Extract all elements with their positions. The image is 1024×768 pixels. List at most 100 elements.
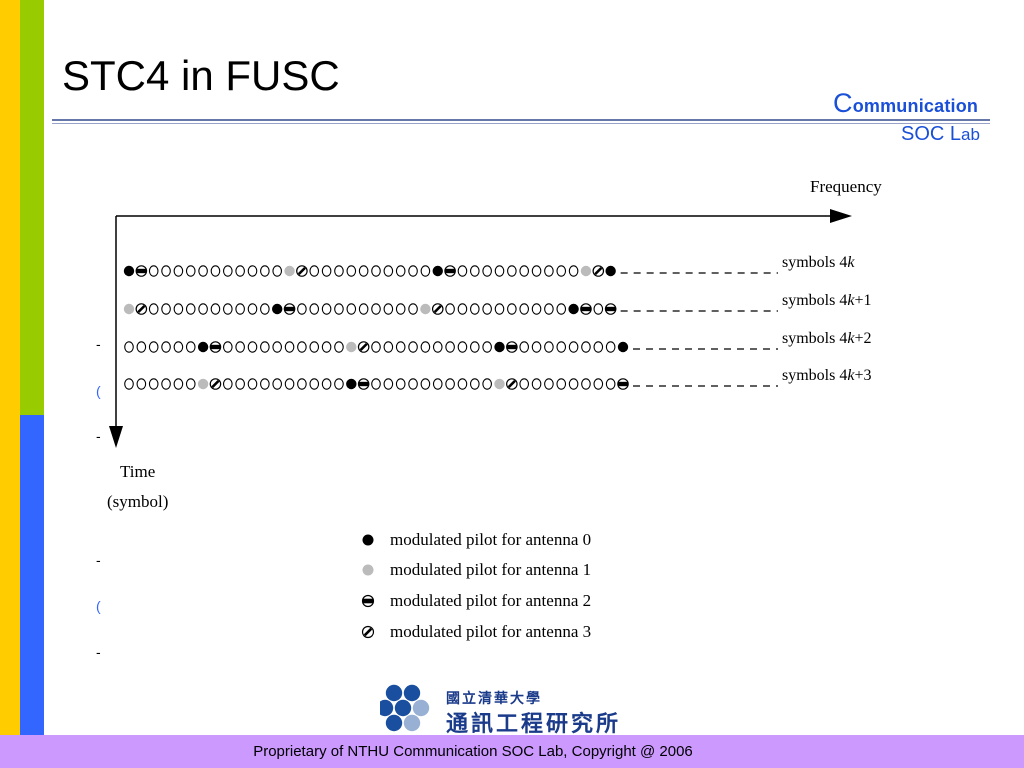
- lab-logo-rest: ommunication: [852, 96, 979, 116]
- data-subcarrier-symbol: [136, 378, 147, 390]
- data-subcarrier-symbol: [235, 265, 245, 277]
- edge-fragment-blue-2: (: [96, 598, 101, 614]
- data-subcarrier-symbol: [148, 265, 159, 277]
- frequency-axis-label: Frequency: [810, 177, 882, 196]
- data-subcarrier-symbol: [235, 303, 245, 315]
- data-subcarrier-symbol: [173, 378, 184, 390]
- pilot-antenna-0-symbol: [432, 265, 443, 277]
- data-subcarrier-symbol: [272, 341, 283, 353]
- data-subcarrier-symbol: [395, 303, 406, 315]
- subcarrier-row: [123, 265, 778, 277]
- data-subcarrier-symbol: [469, 303, 480, 315]
- lab-logo-soc: SOC L: [901, 123, 962, 145]
- pilot-antenna-0-symbol: [346, 378, 357, 390]
- edge-fragment-dash: -: [96, 336, 101, 352]
- data-subcarrier-symbol: [185, 265, 196, 277]
- data-subcarrier-symbol: [408, 378, 418, 390]
- data-subcarrier-symbol: [568, 341, 579, 353]
- pilot-antenna-2-symbol: [604, 303, 617, 315]
- data-subcarrier-symbol: [321, 265, 332, 277]
- data-subcarrier-symbol: [222, 378, 233, 390]
- data-subcarrier-symbol: [124, 341, 134, 353]
- data-subcarrier-symbol: [482, 341, 492, 353]
- left-accent-bar-green: [20, 0, 44, 415]
- data-subcarrier-symbol: [321, 378, 332, 390]
- data-subcarrier-symbol: [383, 341, 394, 353]
- data-subcarrier-symbol: [469, 378, 480, 390]
- data-subcarrier-symbol: [457, 341, 468, 353]
- data-subcarrier-symbol: [395, 265, 406, 277]
- pilot-antenna-3-symbol: [296, 265, 308, 277]
- pilot-antenna-1-symbol: [123, 303, 135, 315]
- data-subcarrier-symbol: [222, 303, 233, 315]
- data-subcarrier-symbol: [185, 378, 196, 390]
- pilot-antenna-2-symbol: [209, 341, 222, 353]
- footer-copyright: Proprietary of NTHU Communication SOC La…: [253, 743, 693, 760]
- data-subcarrier-symbol: [309, 303, 320, 315]
- data-subcarrier-symbol: [346, 303, 357, 315]
- data-subcarrier-symbol: [408, 265, 418, 277]
- data-subcarrier-symbol: [321, 303, 332, 315]
- data-subcarrier-symbol: [420, 265, 431, 277]
- data-subcarrier-symbol: [469, 265, 480, 277]
- data-subcarrier-symbol: [531, 378, 542, 390]
- data-subcarrier-symbol: [507, 303, 517, 315]
- data-subcarrier-symbol: [383, 378, 394, 390]
- data-subcarrier-symbol: [593, 378, 604, 390]
- data-subcarrier-symbol: [161, 378, 171, 390]
- data-subcarrier-symbol: [309, 341, 320, 353]
- data-subcarrier-symbol: [235, 341, 245, 353]
- pilot-antenna-0-symbol: [605, 265, 616, 277]
- data-subcarrier-symbol: [371, 265, 381, 277]
- data-subcarrier-symbol: [247, 265, 258, 277]
- pilot-antenna-2-symbol: [444, 265, 456, 277]
- lab-logo-cap: C: [833, 88, 853, 118]
- data-subcarrier-symbol: [395, 341, 406, 353]
- data-subcarrier-symbol: [605, 378, 616, 390]
- hex-logo-cell: [412, 699, 430, 717]
- data-subcarrier-symbol: [247, 378, 258, 390]
- pilot-antenna-1-symbol: [197, 378, 209, 390]
- pilot-antenna-1-symbol: [420, 303, 431, 315]
- data-subcarrier-symbol: [371, 378, 381, 390]
- data-subcarrier-symbol: [383, 303, 394, 315]
- legend-item: modulated pilot for antenna 1: [362, 560, 591, 579]
- left-accent-bar-blue: [20, 415, 44, 735]
- pilot-antenna-3-symbol: [431, 303, 444, 315]
- lab-logo-line2: SOC Lab: [901, 123, 980, 146]
- hex-logo-cell: [380, 699, 394, 717]
- data-subcarrier-symbol: [544, 378, 554, 390]
- data-subcarrier-symbol: [383, 265, 394, 277]
- data-subcarrier-symbol: [457, 265, 468, 277]
- data-subcarrier-symbol: [346, 265, 357, 277]
- legend-item: modulated pilot for antenna 0: [362, 530, 591, 549]
- data-subcarrier-symbol: [519, 341, 530, 353]
- edge-fragment-tick-2: -: [96, 644, 101, 660]
- pilot-antenna-2-symbol: [506, 341, 518, 353]
- data-subcarrier-symbol: [260, 303, 270, 315]
- data-subcarrier-symbol: [568, 265, 579, 277]
- data-subcarrier-symbol: [494, 303, 505, 315]
- legend-label: modulated pilot for antenna 1: [390, 560, 591, 579]
- legend-label: modulated pilot for antenna 2: [390, 591, 591, 610]
- data-subcarrier-symbol: [445, 341, 455, 353]
- data-subcarrier-symbol: [235, 378, 245, 390]
- data-subcarrier-symbol: [334, 341, 344, 353]
- data-subcarrier-symbol: [457, 303, 468, 315]
- slide-title: STC4 in FUSC: [62, 52, 340, 99]
- data-subcarrier-symbol: [297, 341, 307, 353]
- data-subcarrier-symbol: [161, 341, 171, 353]
- edge-fragment-dash-2: -: [96, 552, 101, 568]
- data-subcarrier-symbol: [173, 265, 184, 277]
- legend-label: modulated pilot for antenna 3: [390, 622, 591, 641]
- left-accent-bar-yellow: [0, 0, 20, 768]
- data-subcarrier-symbol: [507, 265, 517, 277]
- lab-logo-ab: ab: [961, 125, 980, 144]
- data-subcarrier-symbol: [222, 265, 233, 277]
- pilot-antenna-2-symbol: [361, 594, 375, 608]
- pilot-antenna-0-symbol: [123, 265, 135, 277]
- data-subcarrier-symbol: [482, 378, 492, 390]
- data-subcarrier-symbol: [260, 378, 270, 390]
- data-subcarrier-symbol: [260, 341, 270, 353]
- subcarrier-row: [124, 341, 778, 353]
